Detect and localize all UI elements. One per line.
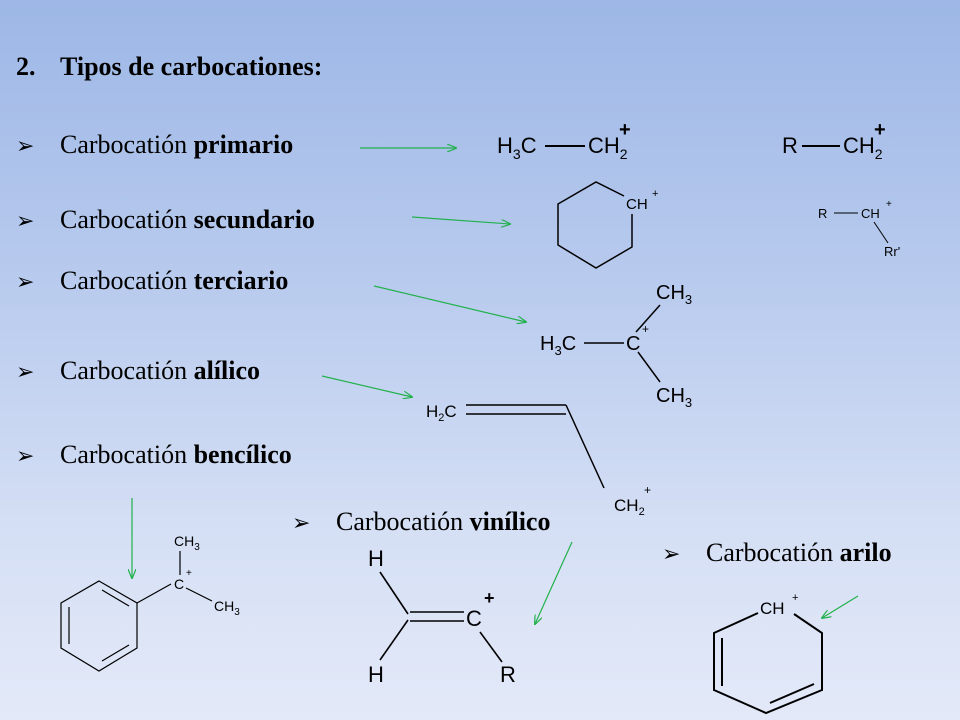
inner-double-bond — [101, 589, 130, 607]
inner-double-bond — [769, 683, 815, 704]
bond — [185, 587, 213, 602]
arrow-terciario — [373, 285, 526, 322]
bullet-terciario-prefix: Carbocatión — [60, 266, 194, 295]
bullet-primario-type: primario — [193, 130, 294, 159]
vinilico-bottom-h: H — [368, 662, 384, 687]
section-title: 2. Tipos de carbocationes: — [16, 52, 322, 82]
bond — [136, 583, 172, 604]
bullet-alilico-prefix: Carbocatión — [60, 356, 194, 385]
ring-bonds — [557, 181, 633, 269]
bond — [637, 351, 661, 383]
terciario-left-label: H3C — [540, 333, 576, 358]
structure-bencilico: C + CH3 CH3 — [60, 533, 240, 672]
primario-1-left-label: H3C — [497, 133, 537, 162]
bullet-primario-prefix: Carbocatión — [60, 130, 194, 159]
charge-plus: + — [642, 322, 649, 336]
primario-2-r-label: R — [782, 133, 798, 158]
charge-plus: + — [652, 188, 658, 200]
arrow-bullet-icon: ➢ — [16, 269, 35, 294]
bond — [635, 304, 661, 333]
arrow-bullet-icon: ➢ — [292, 510, 311, 535]
structure-primario-ethyl: H3C CH2 + — [497, 119, 631, 162]
ring-bonds — [713, 612, 823, 715]
bullet-primario: ➢ Carbocatión primario — [16, 130, 293, 160]
structure-primario-r: R CH2 + — [782, 119, 886, 162]
terciario-top-label: CH3 — [656, 282, 692, 307]
secundario-r-label: R — [818, 206, 827, 221]
alilico-bottom-label: CH2 — [614, 496, 645, 518]
vinilico-center-label: C — [466, 606, 482, 631]
arrow-bullet-icon: ➢ — [16, 443, 35, 468]
arrow-arilo — [822, 595, 859, 618]
bond — [479, 631, 503, 663]
structure-secundario-chain: R CH + Rr' — [818, 199, 900, 259]
bond — [379, 571, 409, 615]
bencilico-center-label: C — [174, 576, 184, 592]
charge-plus: + — [874, 119, 886, 141]
bullet-alilico: ➢ Carbocatión alílico — [16, 356, 260, 386]
bencilico-right-label: CH3 — [214, 598, 240, 618]
charge-plus: + — [792, 592, 798, 604]
bullet-arilo: ➢ Carbocatión arilo — [662, 538, 892, 568]
charge-plus: + — [644, 483, 651, 497]
primario-1-right-label: CH2 — [588, 133, 628, 162]
arrow-bullet-icon: ➢ — [16, 359, 35, 384]
section-number: 2. — [16, 52, 36, 81]
bullet-arilo-prefix: Carbocatión — [706, 538, 840, 567]
bencilico-top-label: CH3 — [174, 533, 200, 553]
primario-2-right-label: CH2 — [843, 133, 883, 162]
arrow-bullet-icon: ➢ — [16, 133, 35, 158]
section-title-text: Tipos de carbocationes: — [60, 52, 323, 81]
structure-alilico: H2C CH2 + — [426, 402, 651, 518]
secundario-ring-label: CH — [626, 196, 648, 213]
bond — [873, 221, 889, 244]
bond — [379, 619, 409, 661]
secundario-ch-label: CH — [861, 206, 880, 221]
arrow-vinilico — [535, 541, 573, 624]
bullet-bencilico: ➢ Carbocatión bencílico — [16, 440, 292, 470]
charge-plus: + — [619, 119, 631, 141]
bullet-terciario-type: terciario — [193, 266, 289, 295]
bullet-bencilico-type: bencílico — [193, 440, 292, 469]
bullet-secundario-prefix: Carbocatión — [60, 205, 194, 234]
vinilico-r-label: R — [500, 662, 516, 687]
terciario-center-label: C — [626, 333, 640, 355]
secundario-r2-label: Rr' — [884, 244, 900, 259]
terciario-bottom-label: CH3 — [656, 385, 692, 410]
arrow-bullet-icon: ➢ — [16, 208, 35, 233]
bullet-vinilico: ➢ Carbocatión vinílico — [292, 507, 550, 537]
arrow-bullet-icon: ➢ — [662, 541, 681, 566]
charge-plus: + — [484, 588, 495, 608]
alilico-left-label: H2C — [426, 402, 457, 424]
bullet-bencilico-prefix: Carbocatión — [60, 440, 194, 469]
arrow-secundario — [411, 216, 510, 224]
charge-plus: + — [186, 568, 192, 579]
structure-secundario-ring: CH + — [557, 181, 658, 269]
pointer-arrows — [132, 148, 859, 624]
bond — [565, 404, 605, 489]
bullet-arilo-type: arilo — [839, 538, 892, 567]
arilo-ch-label: CH — [760, 599, 785, 618]
bullet-terciario: ➢ Carbocatión terciario — [16, 266, 288, 296]
arrow-alilico — [321, 375, 412, 397]
structure-terciario: CH3 H3C C + CH3 — [540, 282, 692, 410]
vinilico-top-h: H — [368, 546, 384, 571]
inner-double-bond — [101, 644, 130, 662]
bullet-vinilico-type: vinílico — [469, 507, 551, 536]
structure-arilo: CH + — [713, 592, 823, 715]
benzene-ring — [60, 580, 138, 672]
structure-vinilico: H H C + R — [368, 546, 516, 687]
bullet-alilico-type: alílico — [193, 356, 261, 385]
bullet-secundario-type: secundario — [193, 205, 315, 234]
bullet-vinilico-prefix: Carbocatión — [336, 507, 470, 536]
bullet-secundario: ➢ Carbocatión secundario — [16, 205, 315, 235]
charge-plus: + — [886, 199, 892, 210]
